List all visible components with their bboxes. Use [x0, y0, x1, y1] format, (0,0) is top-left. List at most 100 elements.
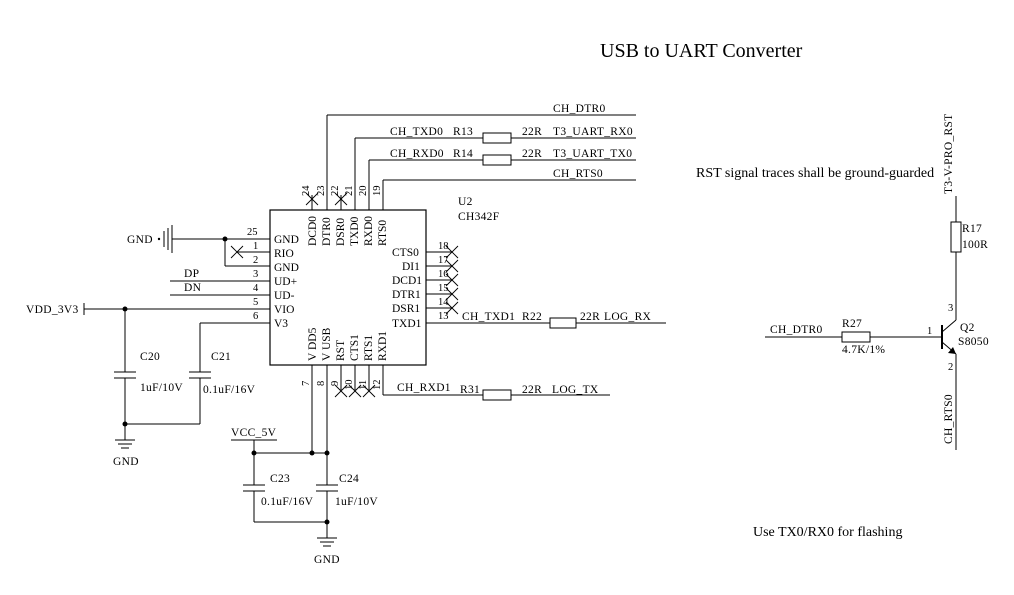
c20-value: 1uF/10V: [140, 382, 183, 394]
r31-ref: R31: [460, 384, 480, 396]
pin-num-17: 17: [438, 255, 449, 266]
resistor-r14-body: [482, 154, 512, 166]
c24-value: 1uF/10V: [335, 496, 378, 508]
ic-top-pins: 24 23 22 21 20 19 DCD0 DTR0 DSR0 TXD0 RX…: [301, 115, 389, 246]
pin-name-rxd1: RXD1: [377, 331, 389, 361]
pin-num-16: 16: [438, 269, 449, 280]
net-label-log-rx: LOG_RX: [604, 311, 652, 323]
resistor-r13-body: [482, 132, 512, 144]
c24-ref: C24: [339, 473, 359, 485]
pin-name-rxd0: RXD0: [363, 216, 375, 246]
net-label-ch-rxd0: CH_RXD0: [390, 148, 444, 160]
reset-circuit: T3-V-PRO_RST R17 100R CH_DTR0 R27 4.7K/1…: [765, 114, 989, 450]
r27-value: 4.7K/1%: [842, 344, 885, 356]
net-label-ch-txd1: CH_TXD1: [462, 311, 515, 323]
ic-part: CH342F: [458, 211, 499, 223]
net-label-log-tx: LOG_TX: [552, 384, 599, 396]
pin-name-rts1: RTS1: [363, 335, 375, 361]
pin-name-cts1: CTS1: [349, 334, 361, 361]
c20-ref: C20: [140, 351, 160, 363]
ic-left-pins: 25 1 2 3 4 5 6 GND RIO GND UD+ UD- VIO V…: [125, 227, 299, 330]
net-ch-txd1: CH_TXD1 R22 22R LOG_RX: [462, 311, 666, 329]
net-label-ch-dtr0: CH_DTR0: [553, 103, 606, 115]
pin-num-21: 21: [344, 186, 355, 197]
gnd-label-left: GND: [127, 234, 153, 246]
net-label-t3-uart-tx0: T3_UART_TX0: [553, 148, 632, 160]
pin-num-23: 23: [316, 186, 327, 197]
transistor-q2: 1 3 2 Q2 S8050: [927, 303, 989, 373]
r13-ref: R13: [453, 126, 473, 138]
r22-value: 22R: [580, 311, 600, 323]
q2-ref: Q2: [960, 322, 975, 334]
net-label-vdd-3v3: VDD_3V3: [26, 304, 79, 316]
vdd-3v3-net: VDD_3V3: [26, 303, 201, 372]
resistor-r27-body: [841, 331, 871, 343]
resistor-r31-body: [482, 389, 512, 401]
pin-num-14: 14: [438, 297, 449, 308]
gnd-label-bottom-center: GND: [314, 554, 340, 566]
net-label-ch-txd0: CH_TXD0: [390, 126, 443, 138]
net-ch-dtr0-top: CH_DTR0: [327, 103, 636, 116]
pin-name-txd1: TXD1: [392, 318, 422, 330]
ic-u2-ch342f: U2 CH342F 25 1 2 3 4 5 6 GND RIO GND UD+…: [125, 115, 550, 453]
pin-name-gnd-25: GND: [274, 234, 299, 246]
r13-value: 22R: [522, 126, 542, 138]
pin-name-vio: VIO: [274, 304, 294, 316]
pin-name-udn: UD-: [274, 290, 295, 302]
pin-name-v3: V3: [274, 318, 288, 330]
capacitor-c20: C20 1uF/10V: [114, 351, 183, 424]
pin-num-2: 2: [253, 255, 258, 266]
gnd-label-bottom-left: GND: [113, 456, 139, 468]
q2-part: S8050: [958, 336, 989, 348]
net-label-t3-v-pro-rst: T3-V-PRO_RST: [943, 114, 955, 195]
pin-name-cts0: CTS0: [392, 247, 419, 259]
c21-value: 0.1uF/16V: [203, 384, 256, 396]
pin-name-dtr1: DTR1: [392, 289, 421, 301]
pin-num-15: 15: [438, 283, 449, 294]
pin-num-19: 19: [372, 186, 383, 197]
pin-name-udp: UD+: [274, 276, 297, 288]
net-label-ch-rts0-vert: CH_RTS0: [943, 394, 955, 444]
gnd-left-bottom: GND: [113, 421, 200, 468]
r14-value: 22R: [522, 148, 542, 160]
capacitor-c24: C24 1uF/10V: [316, 473, 378, 522]
r31-value: 22R: [522, 384, 542, 396]
ic-body: [269, 209, 427, 366]
pin-name-rts0: RTS0: [377, 220, 389, 246]
c21-ref: C21: [211, 351, 231, 363]
nc-markers-right: [445, 245, 459, 315]
vcc-5v-net: VCC_5V: [231, 427, 330, 485]
gnd-pin25: GND: [127, 225, 228, 266]
r17-ref: R17: [962, 223, 982, 235]
pin-name-dcd1: DCD1: [392, 275, 422, 287]
ic-right-pins: 18 17 16 15 14 13 CTS0 DI1 DCD1 DTR1 DSR…: [392, 241, 550, 330]
pin-name-rio: RIO: [274, 248, 294, 260]
pin-num-3: 3: [253, 269, 258, 280]
capacitor-c21: C21 0.1uF/16V: [189, 351, 256, 424]
c23-value: 0.1uF/16V: [261, 496, 314, 508]
pin-num-25: 25: [247, 227, 258, 238]
pin-num-5: 5: [253, 297, 258, 308]
net-label-dn: DN: [184, 282, 202, 294]
pin-num-1: 1: [253, 241, 258, 252]
pin-num-24: 24: [301, 185, 312, 196]
junction-gnd: [222, 236, 228, 242]
net-label-ch-rxd1: CH_RXD1: [397, 382, 451, 394]
net-label-vcc-5v: VCC_5V: [231, 427, 277, 439]
pin-num-6: 6: [253, 311, 258, 322]
resistor-r17-body: [950, 221, 962, 253]
net-label-ch-dtr0-right: CH_DTR0: [770, 324, 823, 336]
pin-num-12: 12: [372, 380, 383, 391]
net-ch-rts0-top: CH_RTS0: [383, 168, 636, 181]
capacitor-c23: C23 0.1uF/16V: [243, 473, 314, 522]
ic-ref: U2: [458, 196, 473, 208]
pin-name-dtr0: DTR0: [321, 217, 333, 246]
net-label-ch-rts0: CH_RTS0: [553, 168, 603, 180]
flashing-note: Use TX0/RX0 for flashing: [753, 525, 902, 540]
pin-name-txd0: TXD0: [349, 216, 361, 246]
resistor-r22-body: [549, 317, 577, 329]
q2-pin-base: 1: [927, 326, 932, 337]
pin-name-rst: RST: [335, 340, 347, 361]
q2-pin-emitter: 2: [948, 362, 953, 373]
